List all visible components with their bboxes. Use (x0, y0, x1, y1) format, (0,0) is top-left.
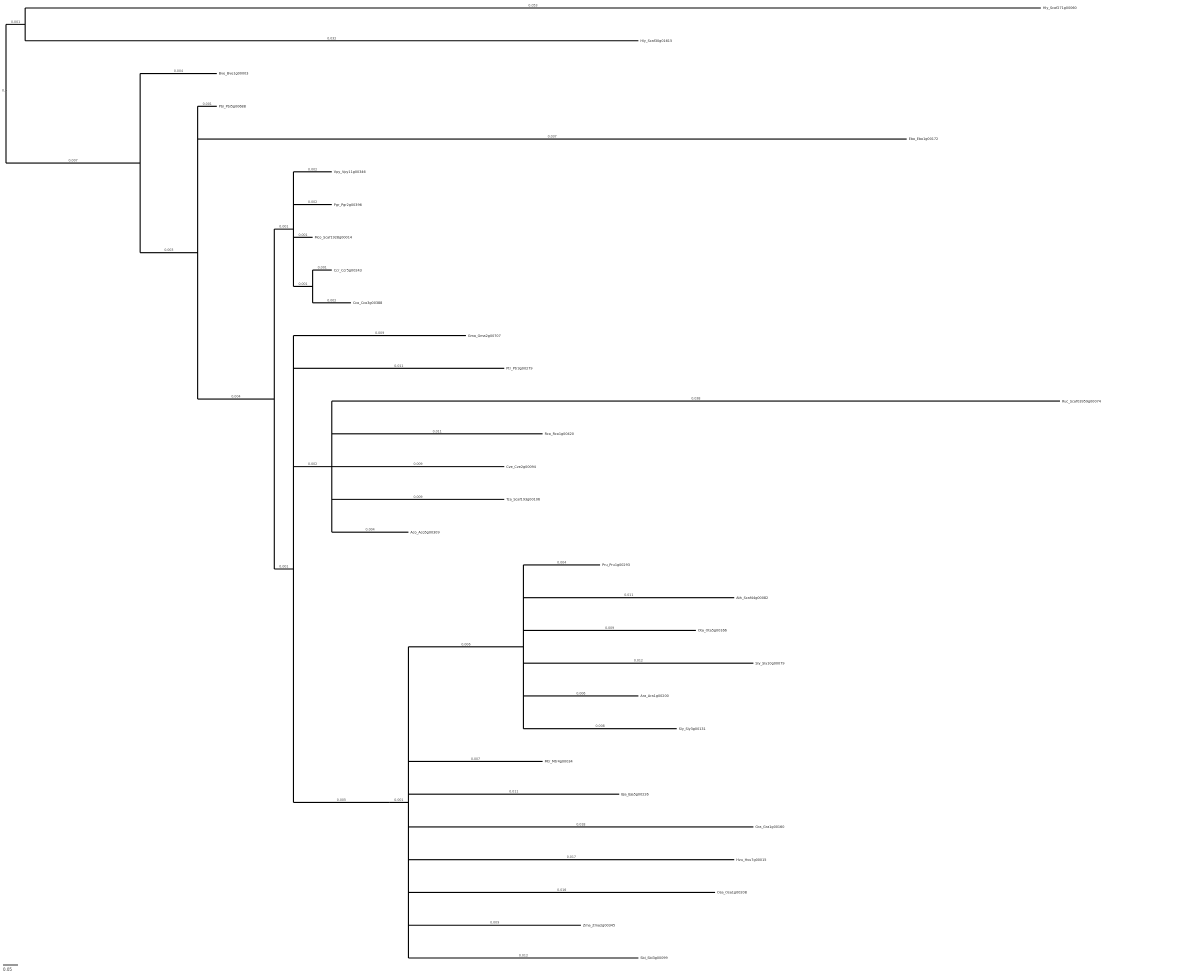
branch-length-label: 0.004 (174, 69, 183, 73)
leaf-label: Mco_Scaf1928g00014 (315, 236, 352, 240)
leaf-label: Cco_Cco3g00388 (353, 301, 382, 305)
branch-length-label: 0.009 (605, 626, 614, 630)
root-label: 0.5 (2, 89, 7, 93)
leaf-label: Rco_Rco1g00420 (545, 432, 574, 436)
leaf-label: Sbi_Sbi3g00099 (640, 956, 667, 960)
leaf-label: Cve_Cve2g00094 (506, 465, 536, 469)
leaf-label: Hly_Scaf30g01615 (640, 39, 672, 43)
leaf-label: Sly_Sly3g00131 (679, 727, 706, 731)
leaf-label: Bja_Bja5g00226 (621, 792, 648, 796)
leaf-label: Sly_Sly10g00079 (755, 661, 784, 665)
leaf-label: Tca_Scaf193g00106 (505, 498, 540, 502)
branch-length-label: 0.007 (69, 159, 78, 163)
leaf-label: Mtr_Mtr4g00034 (545, 760, 573, 764)
leaf-label: Ptr_Ptr3g00279 (506, 367, 532, 371)
leaf-label: Ota_Ota5g00166 (698, 629, 727, 633)
branch-length-label: 0.037 (548, 135, 557, 139)
leaf-label: Vpy_Vpy11g00346 (334, 170, 366, 174)
leaf-label: Hly_Scaf271g00060 (1043, 6, 1077, 10)
branch-length-label: 0.002 (308, 200, 317, 204)
branch-length-label: 0.018 (576, 822, 585, 826)
branch-length-label: 0.053 (528, 4, 537, 8)
branch-length-label: 0.001 (318, 266, 327, 270)
branch-length-label: 0.001 (279, 225, 288, 229)
branch-length-label: 0.002 (327, 298, 336, 302)
branch-length-label: 0.011 (509, 790, 518, 794)
scale-bar-label: 0.05 (3, 967, 12, 972)
branch-length-label: 0.011 (624, 593, 633, 597)
branch-length-label: 0.012 (519, 954, 528, 958)
leaf-label: Pbi_Pbi5g00688 (219, 104, 246, 108)
branch-length-label: 0.009 (413, 462, 422, 466)
leaf-label: Ara_Ara1g00200 (640, 694, 668, 698)
branch-length-label: 0.004 (557, 560, 566, 564)
leaf-label: Pru_Pru1g00293 (602, 563, 630, 567)
leaf-label: Aco_Aco5g00309 (410, 530, 439, 534)
branch-length-label: 0.001 (298, 282, 307, 286)
leaf-label: Ath_Scaf44g00082 (736, 596, 768, 600)
branch-length-label: 0.012 (634, 659, 643, 663)
branch-length-label: 0.011 (394, 364, 403, 368)
branch-length-label: 0.009 (413, 495, 422, 499)
branch-length-label: 0.001 (279, 564, 288, 568)
leaf-label: Gra_Gra1g00160 (755, 825, 784, 829)
branch-length-label: 0.017 (567, 855, 576, 859)
leaf-label: Bve_Bve1g00003 (219, 72, 249, 76)
leaf-label: Gma_Gma2g00707 (468, 334, 501, 338)
branch-length-label: 0.002 (308, 462, 317, 466)
branch-length-label: 0.003 (164, 248, 173, 252)
branch-length-label: 0.006 (576, 691, 585, 695)
branch-length-label: 0.004 (231, 395, 240, 399)
branch-length-label: 0.002 (308, 167, 317, 171)
branch-length-label: 0.009 (490, 921, 499, 925)
branch-length-label: 0.011 (433, 429, 442, 433)
branch-length-label: 0.032 (327, 36, 336, 40)
branch-length-label: 0.038 (691, 397, 700, 401)
branch-length-label: 0.001 (203, 102, 212, 106)
leaf-label: Pgr_Pgr2g00396 (334, 203, 362, 207)
branch-length-label: 0.001 (394, 798, 403, 802)
branch-length-label: 0.007 (471, 757, 480, 761)
branch-length-label: 0.005 (337, 798, 346, 802)
leaf-label: Zma_Zma2g00345 (583, 923, 615, 927)
branch-length-label: 0.006 (461, 642, 470, 646)
branch-length-label: 0.008 (596, 724, 605, 728)
leaf-label: Osa_Osa1g00208 (717, 891, 747, 895)
leaf-label: Ccr_Ccr5g00243 (334, 268, 362, 272)
leaf-label: Ebo_Ebo1g00172 (909, 137, 939, 141)
leaf-label: Hvu_Hvu7g00015 (736, 858, 766, 862)
branch-length-label: 0.004 (366, 528, 375, 532)
branch-length-label: 0.016 (557, 888, 566, 892)
branch-length-label: 0.009 (375, 331, 384, 335)
leaf-label: Ruc_Scaf03959g00074 (1062, 399, 1101, 403)
branch-length-label: 0.001 (298, 233, 307, 237)
branch-length-label: 0.001 (11, 20, 20, 24)
